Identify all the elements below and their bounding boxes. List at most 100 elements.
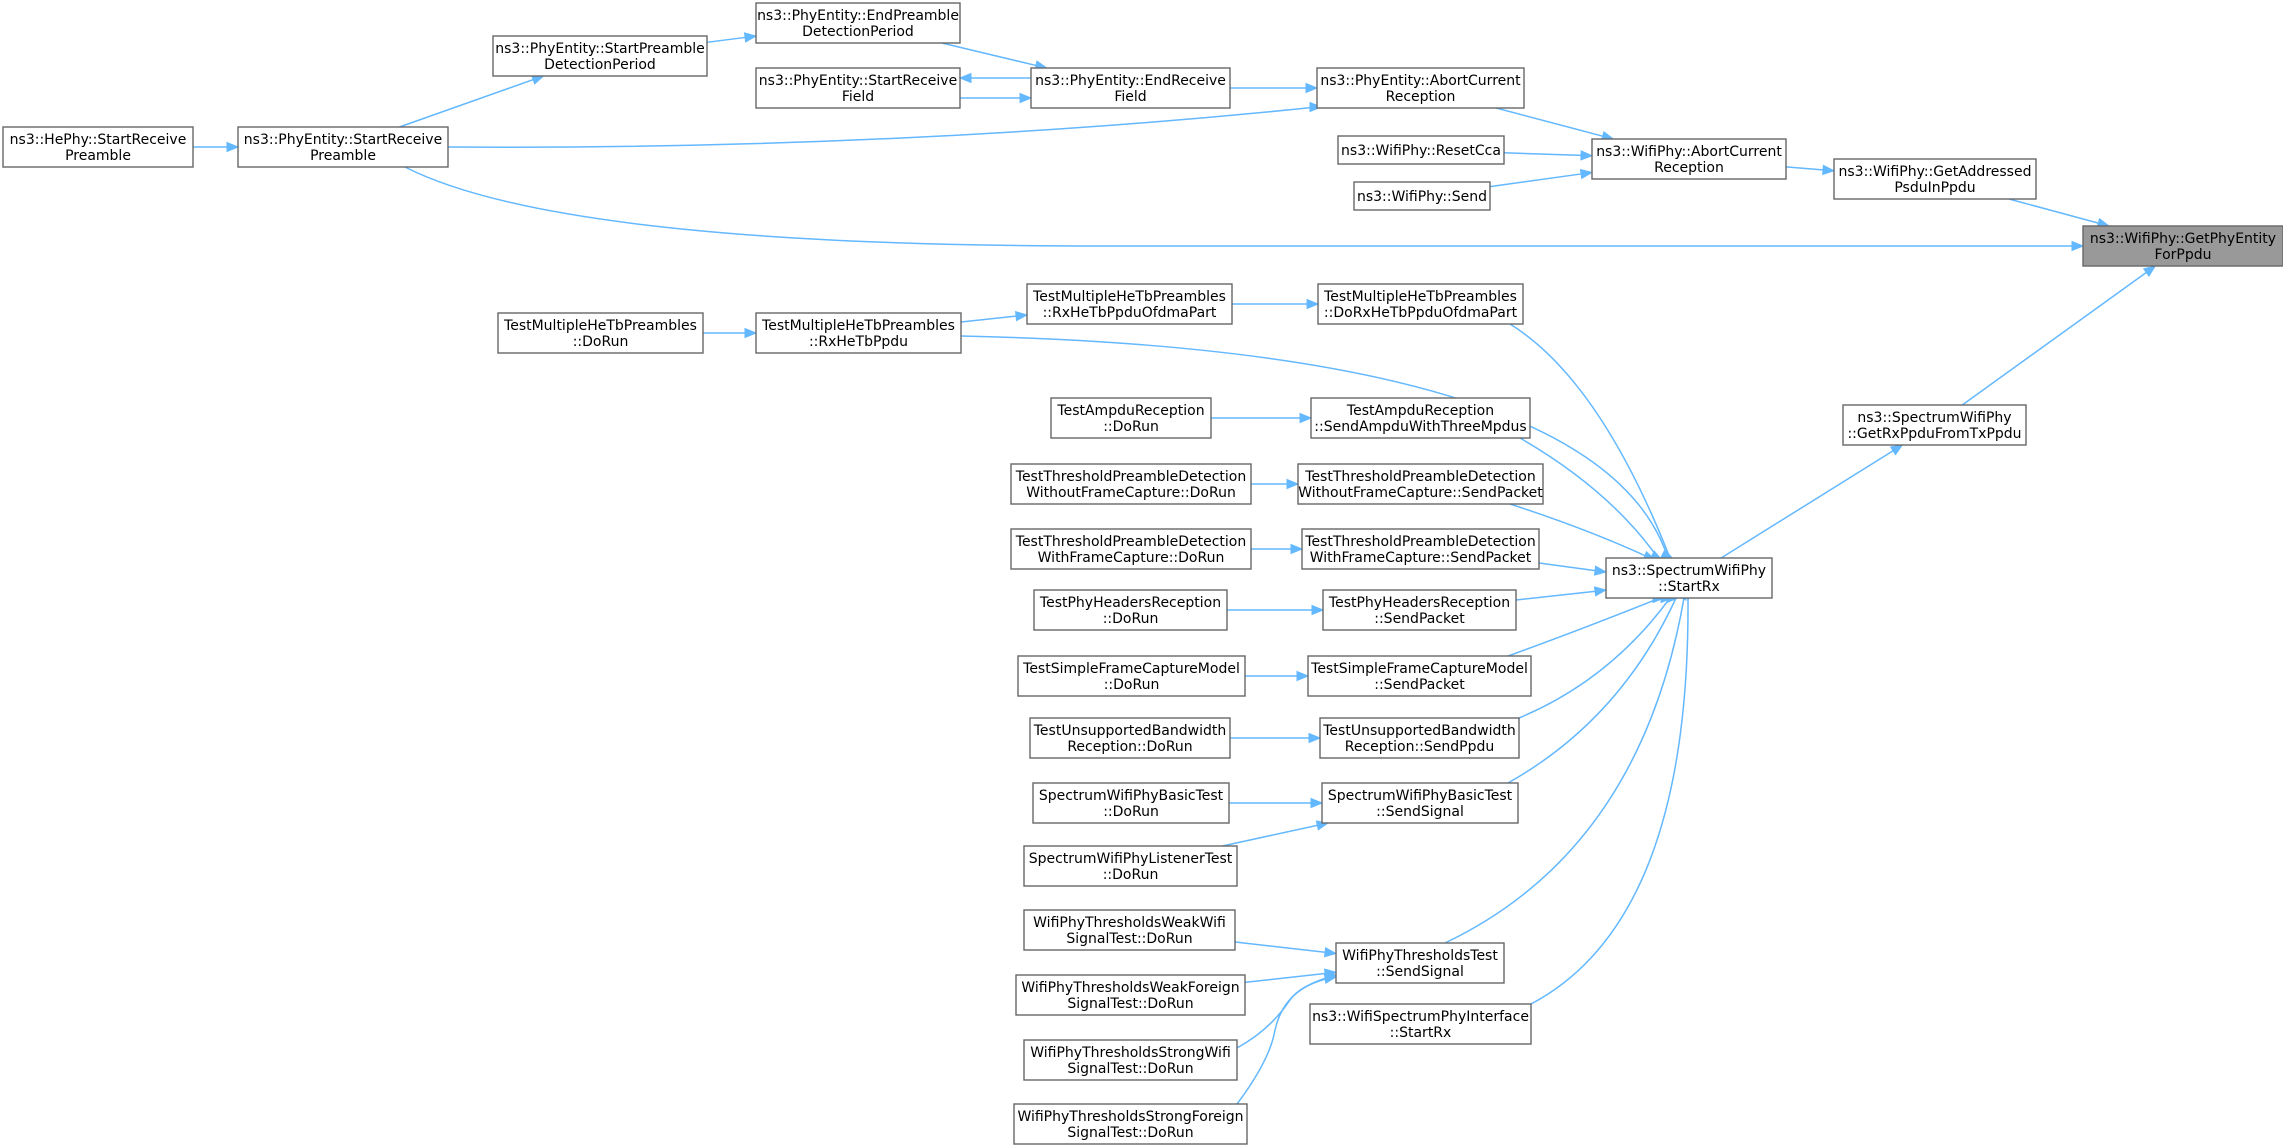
node-label-line: TestMultipleHeTbPreambles bbox=[503, 318, 697, 334]
edge-rxOfdma-to-doRxOfdma bbox=[1232, 298, 1320, 310]
node-label-line: ns3::PhyEntity::AbortCurrent bbox=[1320, 73, 1521, 89]
node-startPreamble[interactable]: ns3::PhyEntity::StartPreambleDetectionPe… bbox=[492, 35, 708, 77]
node-basicSend[interactable]: SpectrumWifiPhyBasicTest::SendSignal bbox=[1321, 782, 1519, 824]
node-label-line: WithFrameCapture::SendPacket bbox=[1310, 550, 1532, 566]
edge-line bbox=[1515, 590, 1599, 601]
node-listenerDoRun[interactable]: SpectrumWifiPhyListenerTest::DoRun bbox=[1023, 845, 1238, 887]
edge-line bbox=[1519, 437, 1659, 559]
edge-arrowhead bbox=[1299, 412, 1313, 424]
node-multiDoRun[interactable]: TestMultipleHeTbPreambles::DoRun bbox=[497, 312, 704, 354]
edge-arrowhead bbox=[1305, 82, 1319, 94]
node-box bbox=[1017, 655, 1246, 697]
edge-arrowhead bbox=[2071, 240, 2085, 252]
node-thrSend[interactable]: WifiPhyThresholdsTest::SendSignal bbox=[1335, 942, 1505, 984]
node-box bbox=[1337, 135, 1505, 165]
edge-threshWSend-to-specStartRx bbox=[1538, 562, 1608, 576]
node-label-line: ::SendSignal bbox=[1376, 804, 1464, 820]
node-label-line: TestUnsupportedBandwidth bbox=[1033, 723, 1226, 739]
node-label-line: ForPpdu bbox=[2155, 247, 2212, 263]
node-label-line: ::DoRun bbox=[1103, 611, 1159, 627]
node-threshWoSend[interactable]: TestThresholdPreambleDetectionWithoutFra… bbox=[1297, 463, 1544, 505]
edge-arrowhead bbox=[1822, 164, 1836, 176]
node-box bbox=[755, 312, 962, 354]
node-box bbox=[1319, 717, 1520, 759]
node-basicDoRun[interactable]: SpectrumWifiPhyBasicTest::DoRun bbox=[1032, 782, 1230, 824]
node-box bbox=[1316, 67, 1525, 109]
node-label-line: ::SendPacket bbox=[1374, 611, 1465, 627]
edge-simpleSend-to-specStartRx bbox=[1507, 592, 1666, 657]
edge-endReceive-to-entityAbort bbox=[1230, 82, 1319, 94]
node-threshWoDoRun[interactable]: TestThresholdPreambleDetectionWithoutFra… bbox=[1010, 463, 1252, 505]
node-label-line: ns3::WifiSpectrumPhyInterface bbox=[1312, 1009, 1529, 1025]
edge-line bbox=[447, 106, 1318, 148]
edge-line bbox=[1236, 976, 1337, 1105]
node-label-line: ::DoRxHeTbPpduOfdmaPart bbox=[1324, 305, 1518, 321]
edge-line bbox=[1785, 166, 1825, 171]
edge-arrowhead bbox=[1290, 543, 1304, 555]
node-wifiSend[interactable]: ns3::WifiPhy::Send bbox=[1353, 181, 1491, 211]
node-threshWDoRun[interactable]: TestThresholdPreambleDetectionWithFrameC… bbox=[1010, 528, 1252, 570]
edge-arrowhead bbox=[1310, 797, 1324, 809]
node-label-line: ::StartRx bbox=[1658, 579, 1720, 595]
node-label-line: TestUnsupportedBandwidth bbox=[1322, 723, 1515, 739]
node-box bbox=[1321, 782, 1519, 824]
node-unsupSend[interactable]: TestUnsupportedBandwidthReception::SendP… bbox=[1319, 717, 1520, 759]
node-box bbox=[1353, 181, 1491, 211]
node-label-line: Reception::DoRun bbox=[1067, 739, 1192, 755]
node-rxHeTb[interactable]: TestMultipleHeTbPreambles::RxHeTbPpdu bbox=[755, 312, 962, 354]
edge-line bbox=[960, 315, 1018, 323]
node-strongWifi[interactable]: WifiPhyThresholdsStrongWifiSignalTest::D… bbox=[1023, 1039, 1238, 1081]
node-label-line: ::SendAmpduWithThreeMpdus bbox=[1314, 419, 1526, 435]
node-label-line: TestMultipleHeTbPreambles bbox=[1032, 289, 1226, 305]
node-resetCca[interactable]: ns3::WifiPhy::ResetCca bbox=[1337, 135, 1505, 165]
edge-startRecvPreamble-to-startPreamble bbox=[399, 74, 545, 128]
edge-line bbox=[1222, 824, 1319, 847]
node-simpleSend[interactable]: TestSimpleFrameCaptureModel::SendPacket bbox=[1307, 655, 1532, 697]
node-label-line: ns3::WifiPhy::ResetCca bbox=[1341, 143, 1501, 159]
edge-headersDoRun-to-headersSend bbox=[1227, 604, 1325, 616]
node-simpleDoRun[interactable]: TestSimpleFrameCaptureModel::DoRun bbox=[1017, 655, 1246, 697]
edge-line bbox=[1509, 503, 1651, 559]
node-label-line: Reception::SendPpdu bbox=[1345, 739, 1495, 755]
node-ifaceStartRx[interactable]: ns3::WifiSpectrumPhyInterface::StartRx bbox=[1309, 1003, 1532, 1045]
edge-getAddressed-to-target bbox=[2008, 198, 2111, 229]
node-doRxOfdma[interactable]: TestMultipleHeTbPreambles::DoRxHeTbPpduO… bbox=[1317, 283, 1524, 325]
edge-arrowhead bbox=[2142, 265, 2157, 277]
node-ampduDoRun[interactable]: TestAmpduReception::DoRun bbox=[1050, 397, 1212, 439]
node-box bbox=[2, 126, 194, 168]
node-strongForeign[interactable]: WifiPhyThresholdsStrongForeignSignalTest… bbox=[1013, 1103, 1248, 1145]
node-getRxPpdu[interactable]: ns3::SpectrumWifiPhy::GetRxPpduFromTxPpd… bbox=[1842, 404, 2027, 446]
edge-doRxOfdma-to-specStartRx bbox=[1509, 323, 1676, 561]
node-weakForeign[interactable]: WifiPhyThresholdsWeakForeignSignalTest::… bbox=[1015, 974, 1246, 1016]
node-label-line: SpectrumWifiPhyBasicTest bbox=[1328, 788, 1513, 804]
node-headersDoRun[interactable]: TestPhyHeadersReception::DoRun bbox=[1033, 589, 1228, 631]
node-label-line: PsduInPpdu bbox=[1894, 180, 1975, 196]
edge-arrowhead bbox=[1323, 973, 1338, 984]
node-label-line: ::DoRun bbox=[1104, 677, 1160, 693]
node-box bbox=[492, 35, 708, 77]
node-rxOfdma[interactable]: TestMultipleHeTbPreambles::RxHeTbPpduOfd… bbox=[1026, 283, 1233, 325]
node-specStartRx[interactable]: ns3::SpectrumWifiPhy::StartRx bbox=[1605, 557, 1773, 599]
node-weakWifi[interactable]: WifiPhyThresholdsWeakWifiSignalTest::DoR… bbox=[1023, 909, 1236, 951]
edge-ampduDoRun-to-ampduSend bbox=[1211, 412, 1313, 424]
node-label-line: ns3::PhyEntity::StartReceive bbox=[244, 132, 442, 148]
node-headersSend[interactable]: TestPhyHeadersReception::SendPacket bbox=[1322, 589, 1517, 631]
node-box bbox=[1297, 463, 1544, 505]
node-box bbox=[1335, 942, 1505, 984]
edge-line bbox=[1234, 941, 1327, 954]
node-endPreamble[interactable]: ns3::PhyEntity::EndPreambleDetectionPeri… bbox=[755, 2, 961, 44]
node-threshWSend[interactable]: TestThresholdPreambleDetectionWithFrameC… bbox=[1301, 528, 1540, 570]
node-label-line: SignalTest::DoRun bbox=[1067, 1125, 1193, 1141]
node-ampduSend[interactable]: TestAmpduReception::SendAmpduWithThreeMp… bbox=[1310, 397, 1531, 439]
node-label-line: WifiPhyThresholdsWeakWifi bbox=[1033, 915, 1226, 931]
